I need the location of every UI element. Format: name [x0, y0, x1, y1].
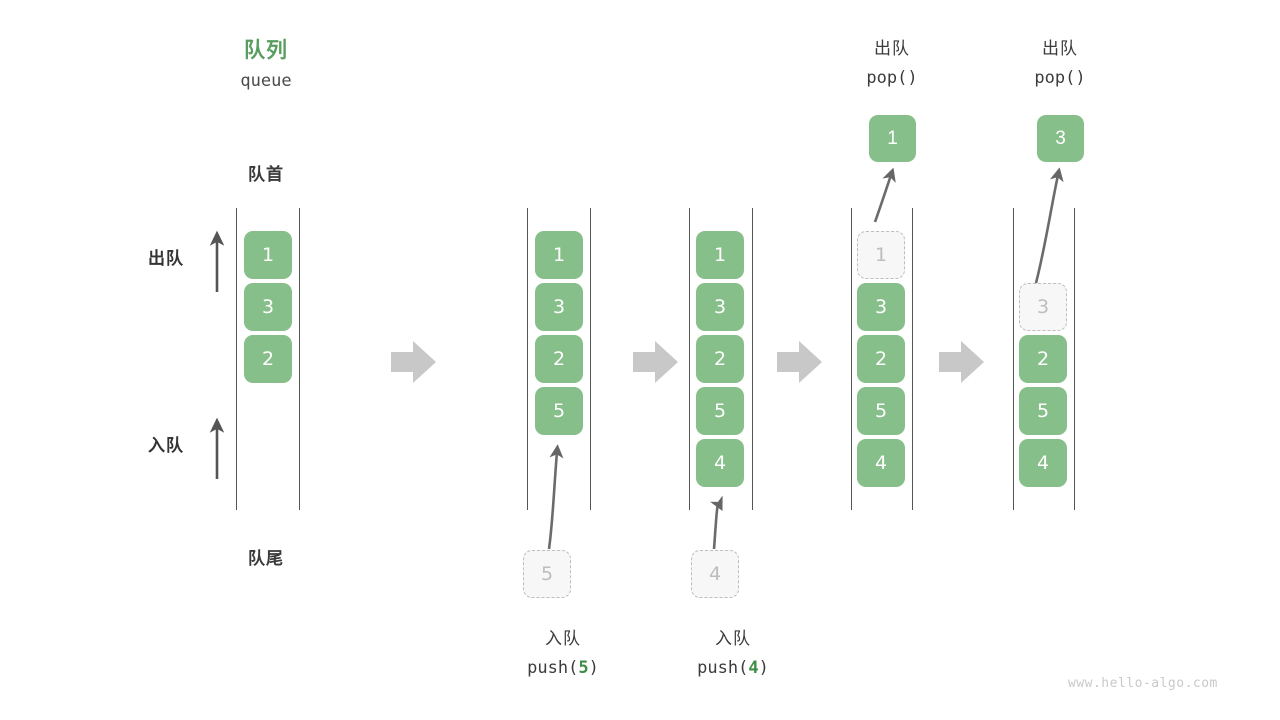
- push-motion-arrow: [547, 444, 564, 550]
- enqueue-direction-label: 入队: [148, 436, 184, 455]
- queue-cell: 3: [244, 283, 292, 331]
- queue-cell: 1: [535, 231, 583, 279]
- push-motion-arrow: [710, 495, 723, 550]
- pop-label-code: pop(): [866, 68, 918, 88]
- push-code-suffix: ): [588, 658, 599, 678]
- queue-rail-right: [752, 208, 753, 510]
- step-separator-arrow: [633, 341, 678, 383]
- push-label-cn: 入队: [715, 629, 751, 648]
- queue-popped-ghost-cell: 3: [1019, 283, 1067, 331]
- pop-label-cn: 出队: [1042, 39, 1078, 58]
- push-code-prefix: push(: [697, 658, 749, 678]
- watermark: www.hello-algo.com: [1068, 676, 1218, 691]
- queue-rail-left: [527, 208, 528, 510]
- queue-cell: 5: [1019, 387, 1067, 435]
- queue-rail-left: [236, 208, 237, 510]
- push-label-cn: 入队: [545, 629, 581, 648]
- step-separator-arrow: [391, 341, 436, 383]
- push-label-code: push(5): [527, 658, 599, 678]
- queue-rail-right: [912, 208, 913, 510]
- queue-cell: 2: [244, 335, 292, 383]
- queue-input-ghost-cell: 4: [691, 550, 739, 598]
- queue-cell: 1: [244, 231, 292, 279]
- queue-cell: 1: [696, 231, 744, 279]
- queue-cell: 3: [857, 283, 905, 331]
- pop-motion-arrow: [1034, 167, 1064, 284]
- queue-title-cn: 队列: [244, 39, 288, 62]
- queue-rail-right: [299, 208, 300, 510]
- push-label-code: push(4): [697, 658, 769, 678]
- queue-tail-label: 队尾: [248, 549, 284, 568]
- queue-input-ghost-cell: 5: [523, 550, 571, 598]
- queue-cell: 3: [696, 283, 744, 331]
- queue-rail-left: [851, 208, 852, 510]
- queue-cell: 4: [857, 439, 905, 487]
- step-separator-arrow: [939, 341, 984, 383]
- queue-popped-ghost-cell: 1: [857, 231, 905, 279]
- queue-cell: 4: [1019, 439, 1067, 487]
- queue-title-en: queue: [240, 71, 292, 91]
- queue-cell: 2: [696, 335, 744, 383]
- queue-cell: 3: [535, 283, 583, 331]
- queue-cell: 2: [535, 335, 583, 383]
- queue-head-label: 队首: [248, 165, 284, 184]
- queue-cell-new: 4: [696, 439, 744, 487]
- push-code-prefix: push(: [527, 658, 579, 678]
- pop-result-cell: 3: [1037, 115, 1084, 162]
- pop-label-cn: 出队: [874, 39, 910, 58]
- queue-cell: 5: [857, 387, 905, 435]
- queue-rail-right: [590, 208, 591, 510]
- step-separator-arrow: [777, 341, 822, 383]
- queue-rail-right: [1074, 208, 1075, 510]
- pop-result-cell: 1: [869, 115, 916, 162]
- queue-cell: 2: [857, 335, 905, 383]
- push-code-value: 4: [748, 658, 759, 678]
- pop-label-code: pop(): [1034, 68, 1086, 88]
- dequeue-direction-label: 出队: [148, 249, 184, 268]
- pop-motion-arrow: [873, 167, 896, 223]
- queue-rail-left: [1013, 208, 1014, 510]
- queue-cell: 5: [696, 387, 744, 435]
- queue-cell: 2: [1019, 335, 1067, 383]
- push-code-suffix: ): [758, 658, 769, 678]
- push-code-value: 5: [578, 658, 589, 678]
- queue-rail-left: [689, 208, 690, 510]
- queue-cell-new: 5: [535, 387, 583, 435]
